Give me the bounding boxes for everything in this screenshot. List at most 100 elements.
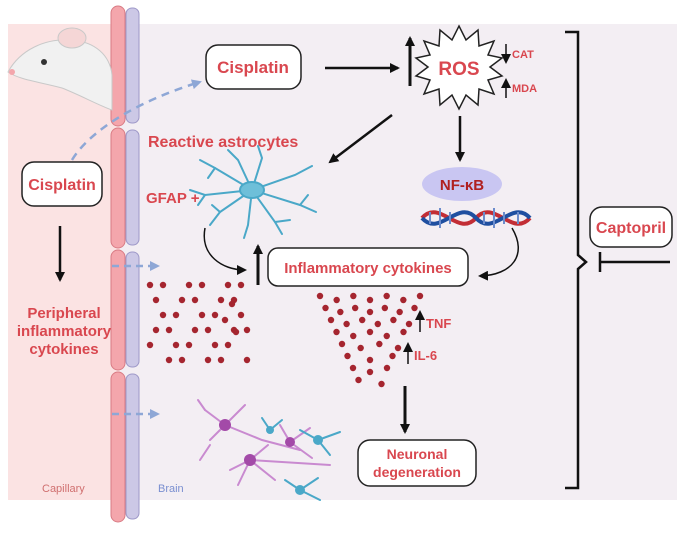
- il6-label: IL-6: [414, 348, 437, 363]
- peripheral-line-2: inflammatory: [17, 323, 112, 340]
- cytokine-dot: [224, 341, 232, 349]
- cytokine-dot: [211, 341, 219, 349]
- cytokine-dot: [366, 296, 374, 304]
- cytokine-dot: [146, 341, 154, 349]
- cytokine-dot: [159, 281, 167, 289]
- arrow-astro-cytokines: [203, 227, 247, 275]
- dashed-arrow-to-brain: [70, 79, 202, 161]
- cytokine-dot: [390, 316, 397, 324]
- cisplatin-left-box: [21, 161, 103, 207]
- cytokine-dot: [343, 320, 350, 328]
- cytokine-dot: [344, 352, 351, 360]
- cytokine-dot: [351, 304, 359, 312]
- capillary-label: Capillary: [42, 483, 85, 495]
- cytokine-dot: [198, 311, 206, 319]
- cytokine-dot: [338, 340, 346, 348]
- cat-label: CAT: [512, 49, 534, 61]
- cytokine-dot: [228, 300, 236, 308]
- peripheral-line-1: Peripheral: [27, 305, 100, 322]
- cytokine-dot: [400, 328, 407, 336]
- cytokine-dot: [350, 292, 357, 300]
- cytokine-dot: [159, 311, 167, 319]
- cytokine-dot: [172, 341, 180, 349]
- cytokine-dot: [366, 328, 374, 336]
- cytokine-dot: [366, 356, 374, 364]
- cytokine-dot: [394, 344, 402, 352]
- cytokine-dot: [217, 296, 225, 304]
- cytokine-dot: [333, 328, 340, 336]
- cytokine-dot: [381, 304, 389, 312]
- nfkb-label: NF-κB: [440, 177, 484, 194]
- cytokine-dot: [389, 352, 396, 360]
- cytokine-dot: [191, 296, 199, 304]
- cytokine-dots-peripheral: [146, 281, 251, 364]
- cytokine-dot: [316, 292, 324, 300]
- cytokine-dot: [191, 326, 199, 334]
- cytokine-dot: [178, 296, 186, 304]
- cytokine-dot: [359, 316, 366, 324]
- arrow-dna-cytokines: [478, 227, 519, 281]
- cytokine-dot: [383, 364, 391, 372]
- cytokine-dot: [237, 311, 245, 319]
- cytokine-dot: [224, 281, 232, 289]
- dna-icon: [420, 208, 532, 228]
- neuronal-degeneration-box: [357, 439, 477, 487]
- cisplatin-top-box: [205, 44, 302, 90]
- captopril-box: [589, 206, 673, 248]
- inflammatory-cytokines-label: Inflammatory cytokines: [284, 260, 452, 277]
- cytokine-dot: [405, 320, 413, 328]
- brain-label: Brain: [158, 483, 184, 495]
- cytokine-dot: [243, 356, 251, 364]
- cytokine-dot: [355, 376, 362, 384]
- bracket: [565, 30, 588, 490]
- cytokine-dot: [185, 281, 193, 289]
- tnf-label: TNF: [426, 316, 451, 331]
- cytokine-dot: [366, 368, 374, 376]
- cytokine-dot: [172, 311, 180, 319]
- cytokine-dot: [322, 304, 329, 312]
- mda-label: MDA: [512, 83, 537, 95]
- cisplatin-left-label: Cisplatin: [28, 177, 96, 194]
- inflammatory-cytokines-box: [267, 247, 469, 287]
- cytokine-dot: [232, 328, 240, 336]
- cytokine-dot: [383, 332, 390, 340]
- arrow-ros-astrocytes: [328, 114, 393, 164]
- cytokine-dot: [349, 364, 357, 372]
- astrocyte-icon: [189, 145, 317, 239]
- cytokine-dot: [383, 292, 390, 300]
- cytokine-dot: [416, 292, 424, 300]
- cytokine-dot: [378, 380, 385, 388]
- astrocyte-endfeet: [125, 7, 140, 520]
- cytokine-dot: [221, 316, 229, 324]
- cytokine-dot: [337, 308, 344, 316]
- cytokine-dot: [204, 356, 212, 364]
- cisplatin-top-label: Cisplatin: [217, 58, 289, 77]
- captopril-label: Captopril: [596, 220, 666, 237]
- neuronal-line-2: degeneration: [373, 464, 461, 480]
- cytokine-dot: [152, 296, 160, 304]
- peripheral-line-3: cytokines: [29, 341, 98, 358]
- cytokine-dot: [185, 341, 193, 349]
- cytokine-dot: [217, 356, 225, 364]
- cytokine-dot: [146, 281, 154, 289]
- cytokine-dot: [411, 304, 418, 312]
- cytokine-dot: [396, 308, 403, 316]
- cytokine-dot: [333, 296, 340, 304]
- cytokine-dots-brain: [316, 292, 424, 388]
- cytokine-dot: [165, 326, 173, 334]
- endothelial-cells: [110, 5, 126, 523]
- gfap-label: GFAP +: [146, 190, 200, 207]
- mouse-icon: [7, 27, 113, 111]
- cytokine-dot: [327, 316, 335, 324]
- cytokine-dot: [211, 311, 219, 319]
- cytokine-dot: [198, 281, 206, 289]
- cytokine-dot: [204, 326, 212, 334]
- nfkb-bubble: [422, 167, 502, 201]
- cytokine-dot: [400, 296, 407, 304]
- cytokine-dot: [152, 326, 160, 334]
- neurons-icon: [197, 399, 341, 501]
- cytokine-dot: [366, 308, 374, 316]
- reactive-astrocytes-label: Reactive astrocytes: [148, 134, 298, 151]
